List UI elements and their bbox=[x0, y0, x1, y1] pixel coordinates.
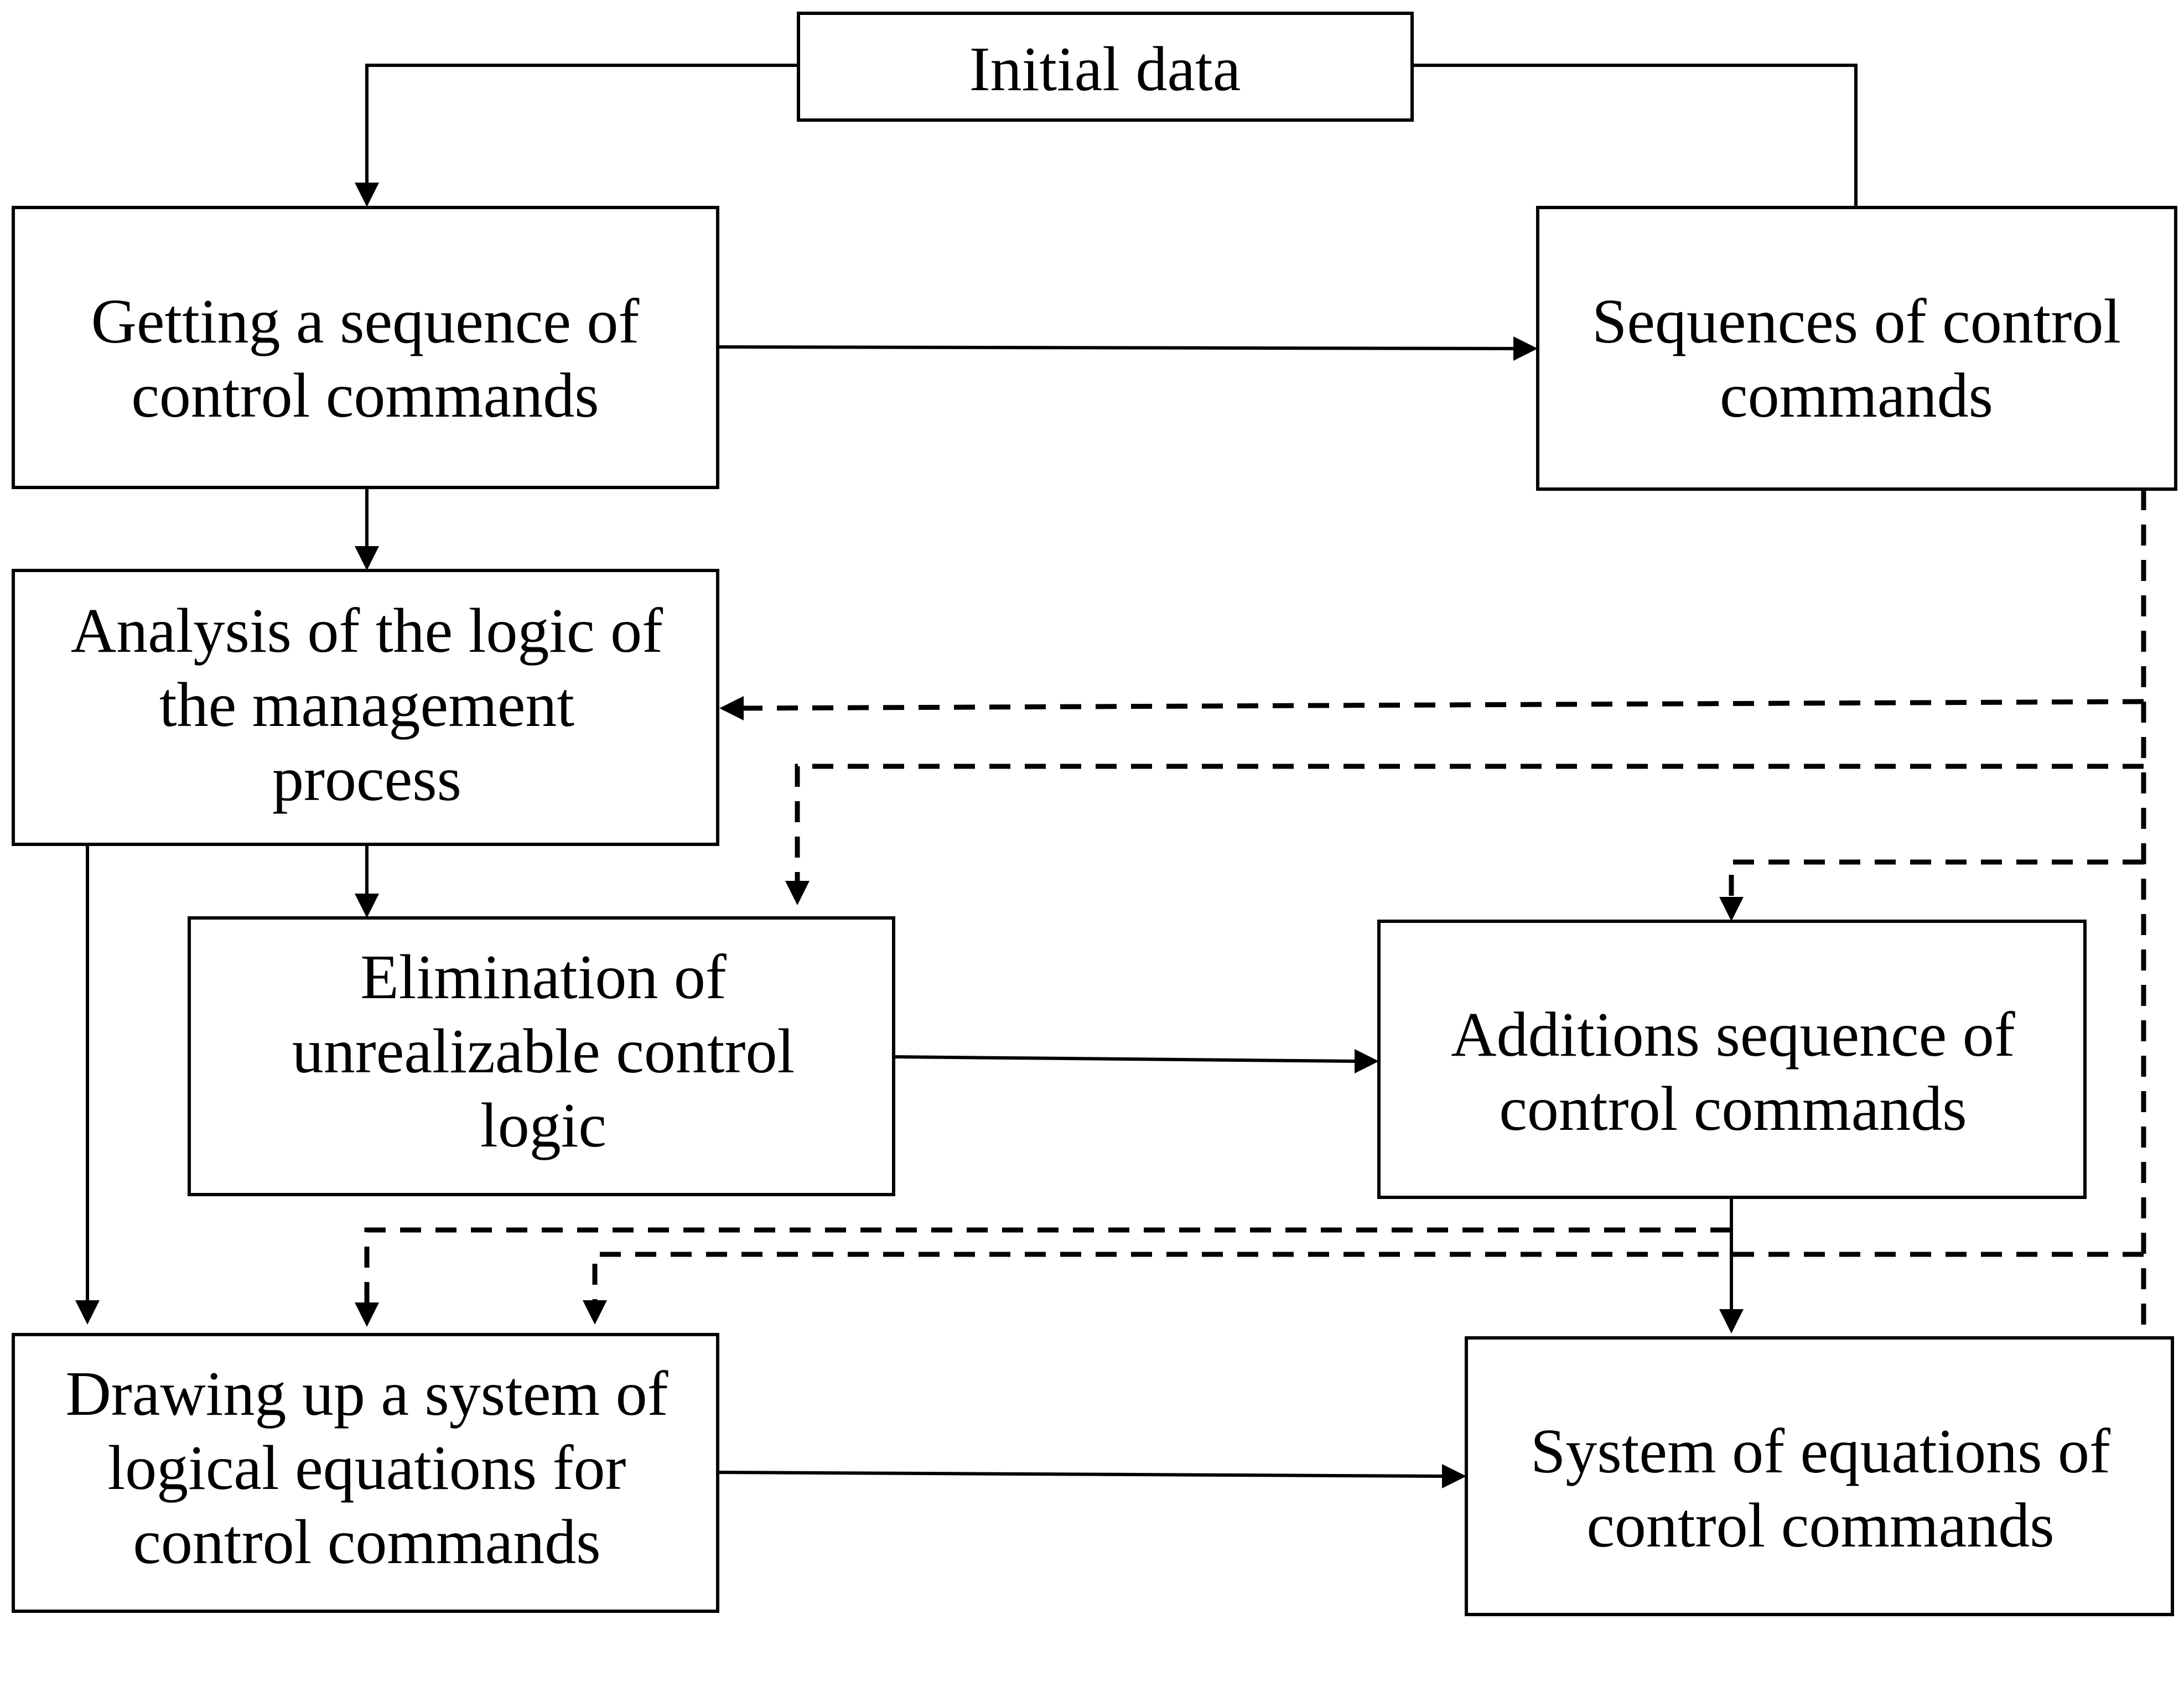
arrowhead bbox=[355, 1302, 379, 1327]
node-drawing-system: Drawing up a system of logical equations… bbox=[12, 1333, 719, 1613]
node-label: logical equations for bbox=[107, 1433, 626, 1503]
arrowhead bbox=[355, 546, 379, 570]
edge-initial-to-getting bbox=[365, 64, 798, 183]
node-label: Sequences of control bbox=[1592, 286, 2121, 356]
edge-getting-to-sequences bbox=[717, 345, 1514, 350]
solid-connectors bbox=[75, 64, 1858, 1488]
arrowhead bbox=[75, 1300, 100, 1325]
node-system-of-equations: System of equations of control commands bbox=[1465, 1336, 2174, 1616]
node-label: commands bbox=[1720, 360, 1993, 430]
node-label: System of equations of bbox=[1531, 1416, 2110, 1486]
arrowhead bbox=[785, 881, 810, 905]
arrowhead bbox=[1719, 897, 1744, 921]
node-label: unrealizable control bbox=[292, 1016, 795, 1086]
dashed-edge-additions-to-drawing bbox=[364, 1227, 1731, 1302]
node-sequences-of-commands: Sequences of control commands bbox=[1536, 206, 2177, 491]
arrowhead bbox=[355, 894, 379, 918]
dashed-edge-to-elimination bbox=[795, 764, 2144, 881]
node-label: control commands bbox=[131, 360, 599, 430]
node-label: Additions sequence of bbox=[1451, 999, 2015, 1070]
arrowhead bbox=[719, 696, 744, 720]
arrowhead bbox=[1355, 1049, 1379, 1073]
node-label: Initial data bbox=[969, 34, 1241, 104]
node-label: Getting a sequence of bbox=[91, 286, 640, 356]
dashed-connectors bbox=[355, 489, 2146, 1338]
node-label: process bbox=[272, 744, 461, 814]
node-additions-sequence: Additions sequence of control commands bbox=[1377, 920, 2087, 1199]
dashed-edge-to-analysis bbox=[743, 699, 2144, 711]
node-label: control commands bbox=[1499, 1073, 1967, 1144]
dashed-edge-to-additions bbox=[1729, 859, 2144, 897]
edge-elimination-to-additions bbox=[893, 1055, 1355, 1063]
edge-drawing-to-system bbox=[717, 1471, 1443, 1478]
node-elimination: Elimination of unrealizable control logi… bbox=[188, 916, 895, 1196]
arrowhead bbox=[1719, 1309, 1744, 1333]
node-label: logic bbox=[480, 1090, 606, 1160]
node-label: control commands bbox=[1586, 1490, 2054, 1560]
arrowhead bbox=[583, 1300, 607, 1325]
dashed-edge-trunk-to-drawing bbox=[592, 1252, 2144, 1300]
edge-initial-to-sequences bbox=[1412, 64, 1858, 207]
node-analysis-logic: Analysis of the logic of the management … bbox=[12, 569, 719, 846]
arrowhead bbox=[355, 183, 379, 207]
node-getting-sequence: Getting a sequence of control commands bbox=[12, 206, 719, 489]
arrowhead bbox=[1513, 336, 1538, 361]
node-label: Elimination of bbox=[360, 942, 727, 1012]
node-initial-data: Initial data bbox=[797, 12, 1414, 122]
arrowhead bbox=[1442, 1464, 1466, 1488]
node-label: the management bbox=[159, 669, 574, 740]
node-label: Analysis of the logic of bbox=[71, 595, 663, 666]
node-label: Drawing up a system of bbox=[65, 1358, 668, 1429]
node-label: control commands bbox=[133, 1507, 600, 1577]
